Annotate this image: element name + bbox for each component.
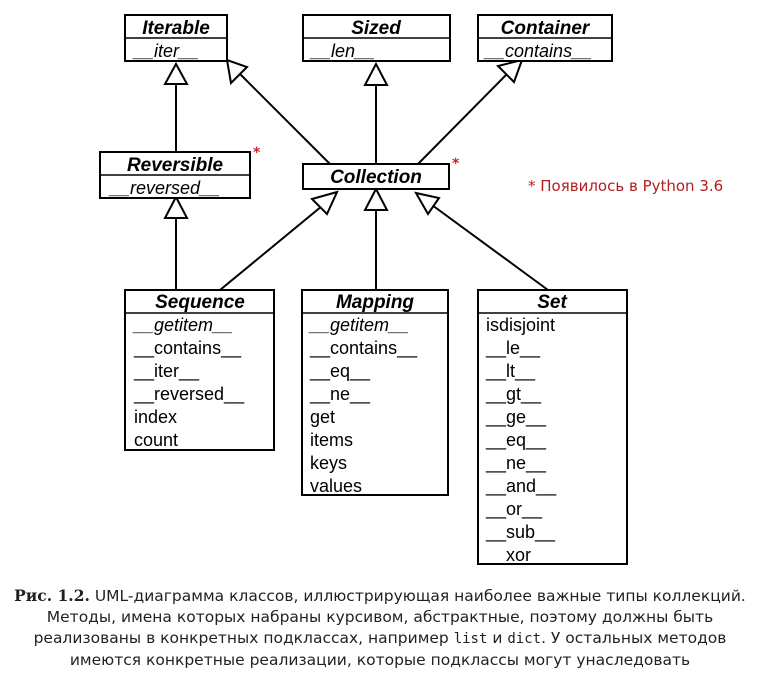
- arrowhead-collection-iterable: [225, 58, 249, 86]
- figure-label: Рис. 1.2.: [14, 586, 90, 605]
- method-mapping-contains: __contains__: [309, 338, 418, 359]
- arrowhead-set-collection: [414, 191, 441, 216]
- method-set-ge: __ge__: [485, 407, 547, 428]
- caption-text-2: и: [487, 629, 508, 647]
- class-sequence: Sequence __getitem__ __contains__ __iter…: [124, 289, 275, 451]
- method-mapping-values: values: [310, 476, 362, 496]
- method-sized-len: __len__: [309, 41, 375, 61]
- edge-collection-container: [417, 71, 510, 165]
- class-set: Set isdisjoint __le__ __lt__ __gt__ __ge…: [477, 289, 628, 566]
- caption-text-1: UML-диаграмма классов, иллюстрирующая на…: [33, 587, 746, 647]
- method-set-ne: __ne__: [485, 453, 547, 474]
- class-sized-title: Sized: [351, 18, 401, 39]
- arrowhead-sequence-reversible: [163, 194, 189, 219]
- collection-star-marker: *: [452, 156, 460, 172]
- class-set-title: Set: [537, 292, 567, 313]
- figure-caption: Рис. 1.2. UML-диаграмма классов, иллюстр…: [10, 585, 750, 671]
- arrowhead-collection-sized: [363, 61, 389, 86]
- method-reversible-reversed: __reversed__: [108, 178, 220, 198]
- method-sequence-index: index: [134, 407, 177, 427]
- method-iterable-iter: __iter__: [132, 41, 199, 61]
- method-mapping-keys: keys: [310, 453, 347, 473]
- caption-code-list: list: [453, 631, 488, 647]
- class-container-title: Container: [501, 18, 591, 39]
- method-set-isdisjoint: isdisjoint: [486, 315, 555, 335]
- class-reversible-title: Reversible: [127, 155, 224, 176]
- class-collection-title: Collection: [330, 167, 422, 188]
- method-mapping-ne: __ne__: [309, 384, 371, 405]
- method-sequence-iter: __iter__: [133, 361, 200, 382]
- method-set-gt: __gt__: [485, 384, 542, 405]
- method-mapping-eq: __eq__: [309, 361, 371, 382]
- method-mapping-get: get: [310, 407, 335, 427]
- arrowhead-mapping-collection: [363, 186, 389, 211]
- class-collection: Collection: [302, 163, 450, 190]
- method-set-le: __le__: [485, 338, 541, 359]
- method-set-and: __and__: [485, 476, 557, 497]
- method-set-xor: __xor__: [485, 545, 552, 566]
- class-mapping-title: Mapping: [336, 292, 414, 313]
- reversible-star-marker: *: [253, 145, 261, 161]
- method-container-contains: __contains__: [483, 41, 592, 61]
- caption-code-dict: dict: [507, 631, 542, 647]
- method-sequence-reversed: __reversed__: [133, 384, 245, 405]
- method-mapping-getitem: __getitem__: [308, 315, 409, 335]
- class-reversible: Reversible __reversed__: [99, 151, 251, 199]
- uml-class-diagram: Iterable __iter__ Sized __len__ Containe…: [99, 14, 723, 566]
- edge-set-collection: [431, 204, 549, 291]
- class-iterable: Iterable __iter__: [124, 14, 228, 62]
- class-container: Container __contains__: [477, 14, 613, 62]
- method-mapping-items: items: [310, 430, 353, 450]
- method-sequence-count: count: [134, 430, 178, 450]
- arrowhead-reversible-iterable: [163, 61, 189, 85]
- class-sequence-title: Sequence: [155, 292, 245, 313]
- method-sequence-getitem: __getitem__: [132, 315, 233, 335]
- class-mapping: Mapping __getitem__ __contains__ __eq__ …: [301, 289, 449, 496]
- edge-sequence-collection: [219, 205, 323, 291]
- arrowhead-sequence-collection: [310, 190, 339, 216]
- method-set-lt: __lt__: [485, 361, 536, 382]
- python-version-note: * Появилось в Python 3.6: [528, 177, 723, 195]
- method-sequence-contains: __contains__: [133, 338, 242, 359]
- method-set-sub: __sub__: [485, 522, 556, 543]
- class-sized: Sized __len__: [302, 14, 451, 62]
- edge-collection-iterable: [237, 71, 331, 165]
- class-iterable-title: Iterable: [142, 18, 210, 39]
- arrowhead-collection-container: [496, 58, 524, 84]
- caption-text-3: . У остальных методов имеются конкретные…: [69, 629, 727, 669]
- method-set-eq: __eq__: [485, 430, 547, 451]
- method-set-or: __or__: [485, 499, 543, 520]
